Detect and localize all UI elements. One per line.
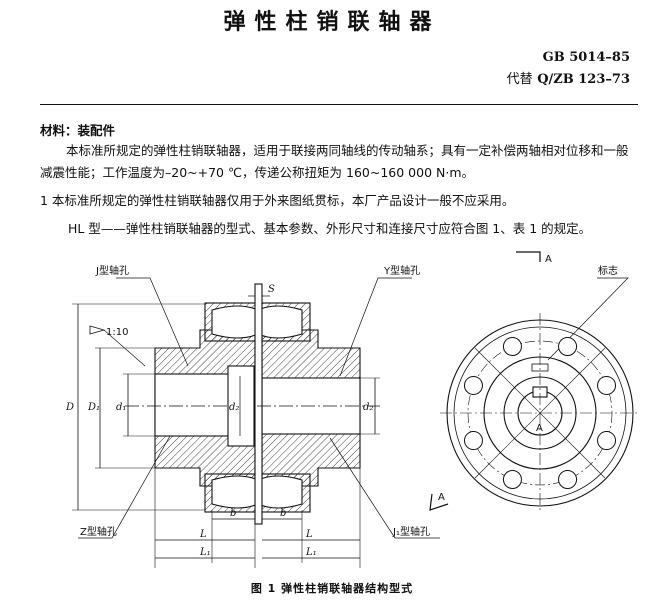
dim-d1-label: d₁ bbox=[116, 402, 126, 413]
header-rule bbox=[40, 104, 638, 105]
j1-hole-label: J₁型轴孔 bbox=[392, 525, 430, 538]
end-view-pins bbox=[463, 336, 617, 490]
materials-label: 材料：装配件 bbox=[40, 123, 116, 138]
pin-hole bbox=[597, 431, 617, 451]
j-hole-label: J型轴孔 bbox=[95, 264, 129, 277]
mark-plate bbox=[531, 363, 549, 372]
dim-d2-label: d₂ bbox=[363, 402, 373, 413]
pin-hole bbox=[502, 470, 522, 490]
document-title: 弹性柱销联轴器 bbox=[223, 10, 441, 35]
section-a-label-center: A bbox=[536, 423, 543, 434]
j1-hole-leader bbox=[329, 437, 440, 539]
scope-paragraph: 本标准所规定的弹性柱销联轴器，适用于联接两同轴线的传动轴系；具有一定补偿两轴相对… bbox=[40, 143, 629, 180]
clause-1: 1 本标准所规定的弹性柱销联轴器仅用于外来图纸贯标，本厂产品设计一般不应采用。 bbox=[40, 193, 515, 208]
z-hole-leader bbox=[78, 435, 171, 539]
j-hole-leader bbox=[116, 277, 189, 367]
end-view bbox=[429, 251, 640, 513]
dim-D-label: D bbox=[65, 402, 74, 413]
center-gap bbox=[254, 283, 263, 525]
z-hole-label: Z型轴孔 bbox=[80, 525, 117, 538]
dim-L1-left-label: L₁ bbox=[199, 547, 211, 558]
pin-hole bbox=[502, 336, 522, 356]
dim-L-left-label: L bbox=[199, 529, 207, 540]
coupling-drawing: J型轴孔 Y型轴孔 Z型轴孔 J₁型轴孔 1:10 S D D₁ d₁ d₂ d… bbox=[65, 251, 640, 568]
section-view bbox=[72, 277, 440, 568]
dim-dz-label: d₂ bbox=[229, 402, 239, 413]
pin-hole bbox=[463, 375, 483, 395]
pin-hole bbox=[558, 336, 578, 356]
dim-s-label: S bbox=[268, 284, 275, 295]
dim-D1-label: D₁ bbox=[87, 402, 100, 413]
mark-label: 标志 bbox=[598, 264, 618, 277]
replaces-standard: 代替 Q/ZB 123–73 bbox=[507, 68, 630, 87]
figure-caption: 图 1 弹性柱销联轴器结构型式 bbox=[250, 582, 414, 595]
pin-hole bbox=[463, 431, 483, 451]
y-hole-label: Y型轴孔 bbox=[383, 264, 420, 277]
replaces-prefix: 代替 bbox=[506, 72, 533, 87]
taper-label: 1:10 bbox=[106, 327, 128, 338]
pin-hole bbox=[558, 470, 578, 490]
dim-b-left-label: b bbox=[230, 508, 236, 519]
center-key bbox=[227, 365, 255, 447]
replaces-number: Q/ZB 123–73 bbox=[537, 72, 630, 87]
standard-number: GB 5014–85 bbox=[542, 50, 630, 65]
y-hole-leader bbox=[339, 277, 412, 377]
dim-b-right-label: b bbox=[280, 508, 286, 519]
hl-type-paragraph: HL 型——弹性柱销联轴器的型式、基本参数、外形尺寸和连接尺寸应符合图 1、表 … bbox=[68, 221, 592, 236]
taper-symbol bbox=[89, 325, 106, 335]
section-a-label-bottom: A bbox=[438, 492, 445, 503]
dim-L1-right-label: L₁ bbox=[305, 547, 317, 558]
pin-hole bbox=[597, 375, 617, 395]
mark-leader bbox=[547, 277, 629, 361]
section-a-label-top: A bbox=[545, 254, 552, 265]
dim-L-right-label: L bbox=[305, 529, 313, 540]
